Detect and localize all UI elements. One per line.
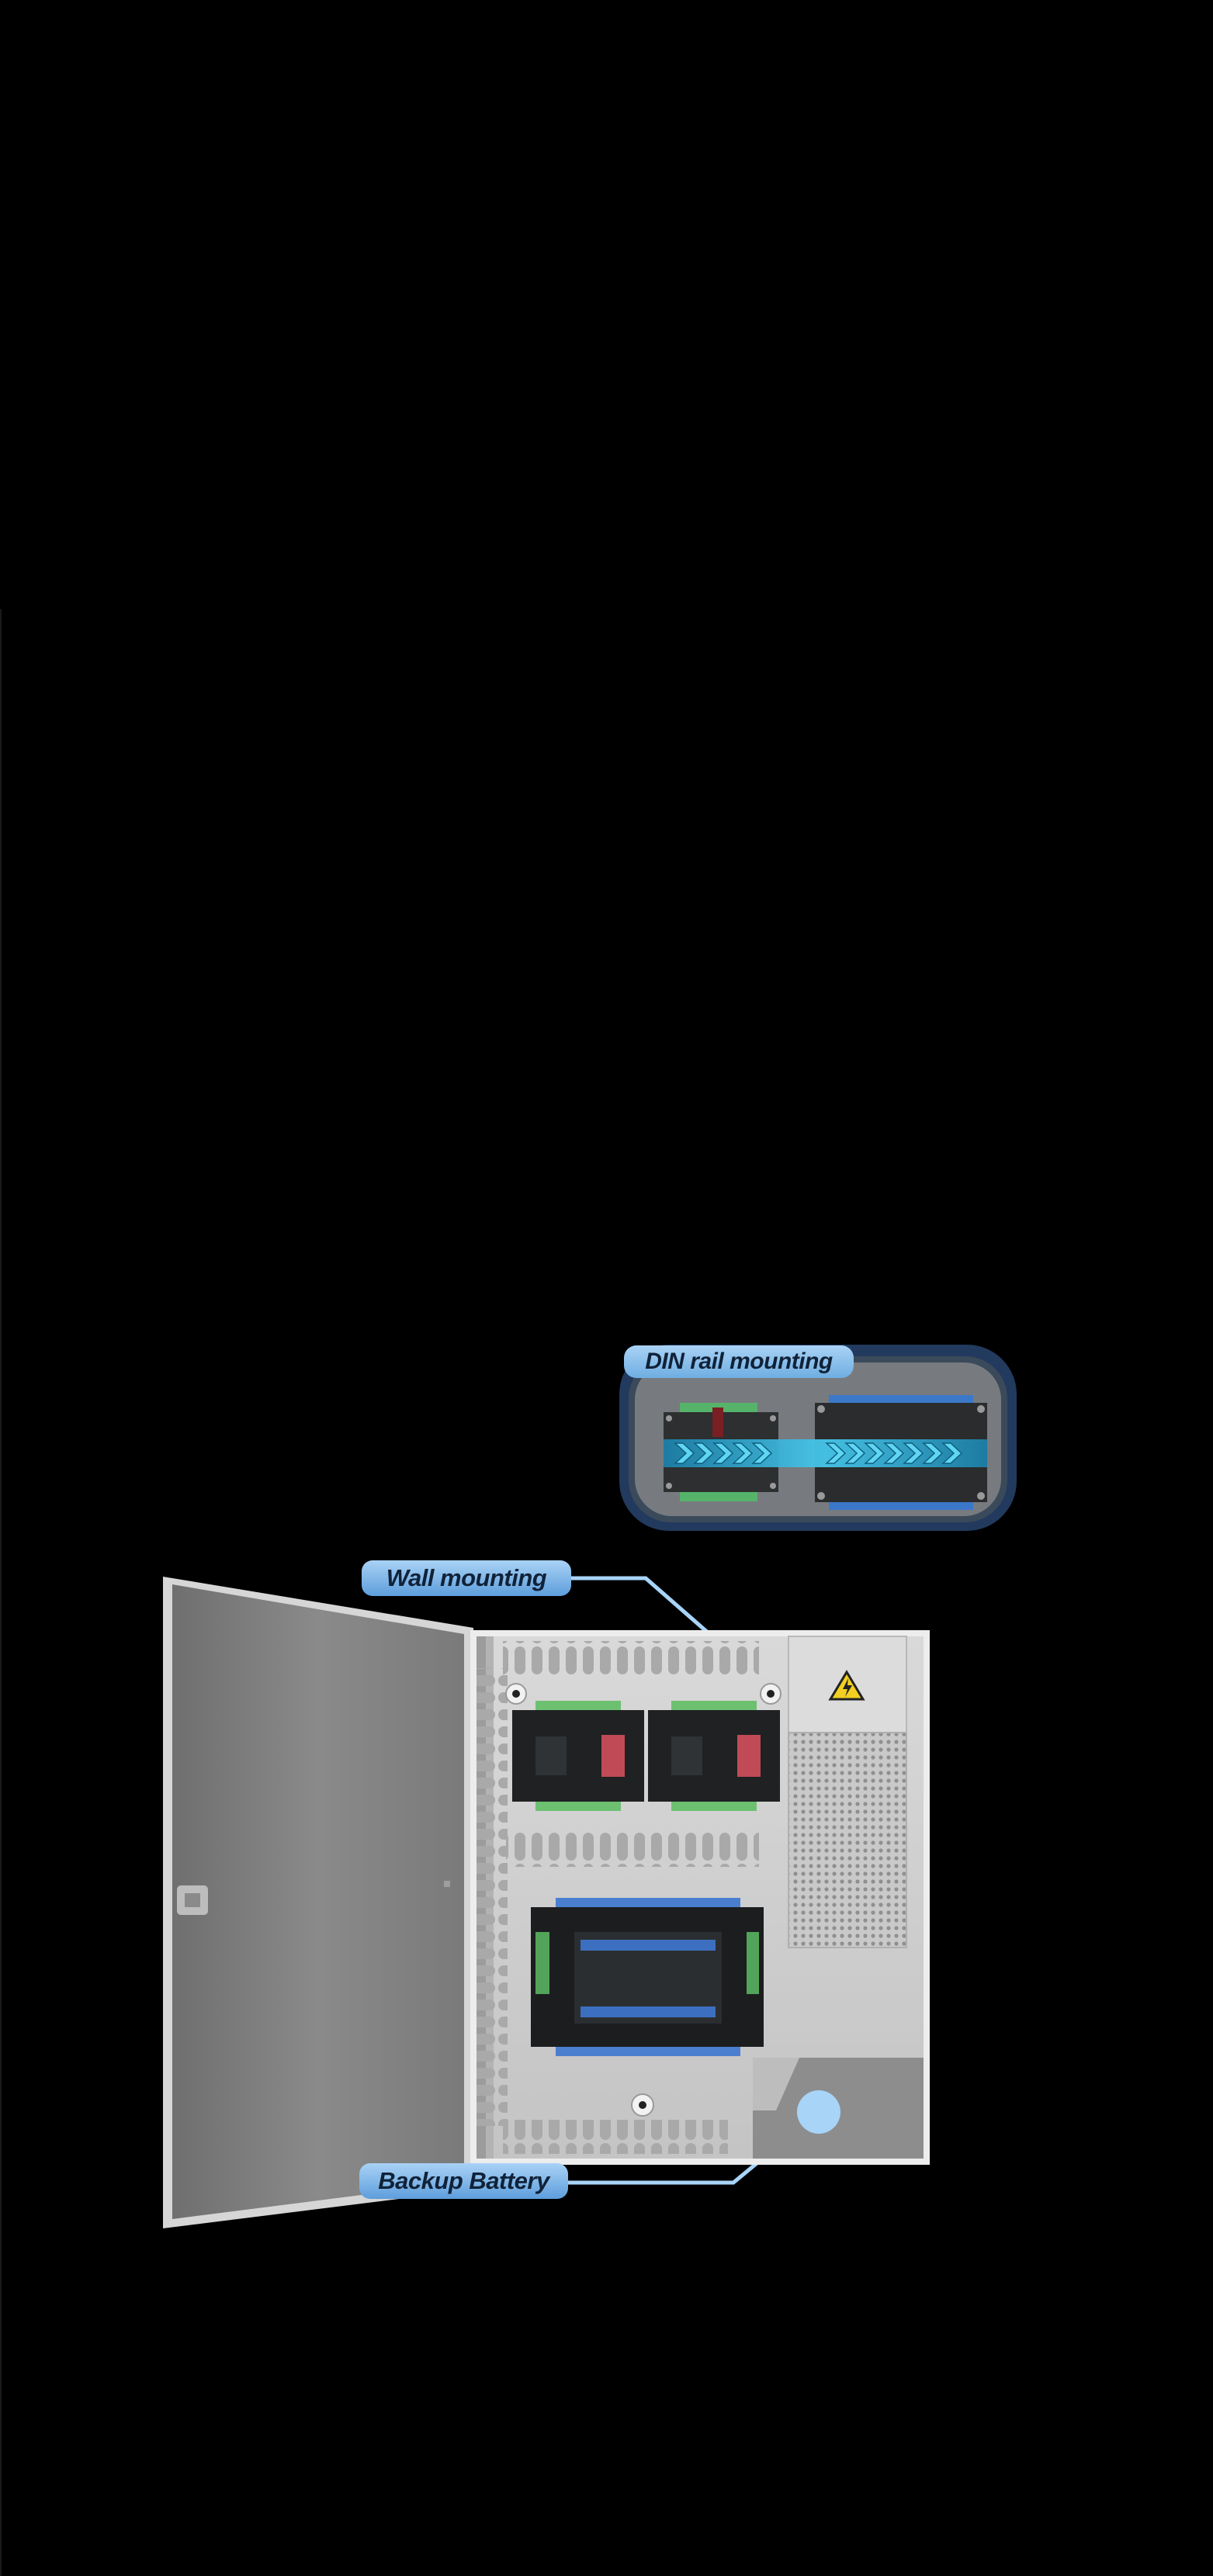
controller-board-left [512, 1701, 644, 1811]
enclosure-box [470, 1630, 930, 2165]
left-edge-line [0, 609, 2, 2576]
enclosure-door [163, 1577, 473, 2228]
wall-connector-line [571, 1576, 709, 1634]
wall-mounting-label: Wall mounting [362, 1560, 571, 1596]
controller-board-right [648, 1701, 780, 1811]
din-rail-panel [619, 1345, 1017, 1531]
din-rail-mounting-label: DIN rail mounting [624, 1345, 854, 1378]
backup-battery-bay [753, 2058, 924, 2159]
power-supply [788, 1636, 907, 1948]
backup-battery-label: Backup Battery [359, 2163, 568, 2199]
high-voltage-warning-icon [828, 1670, 865, 1701]
main-controller-board [531, 1898, 764, 2056]
rail-arrows [674, 1442, 963, 1464]
